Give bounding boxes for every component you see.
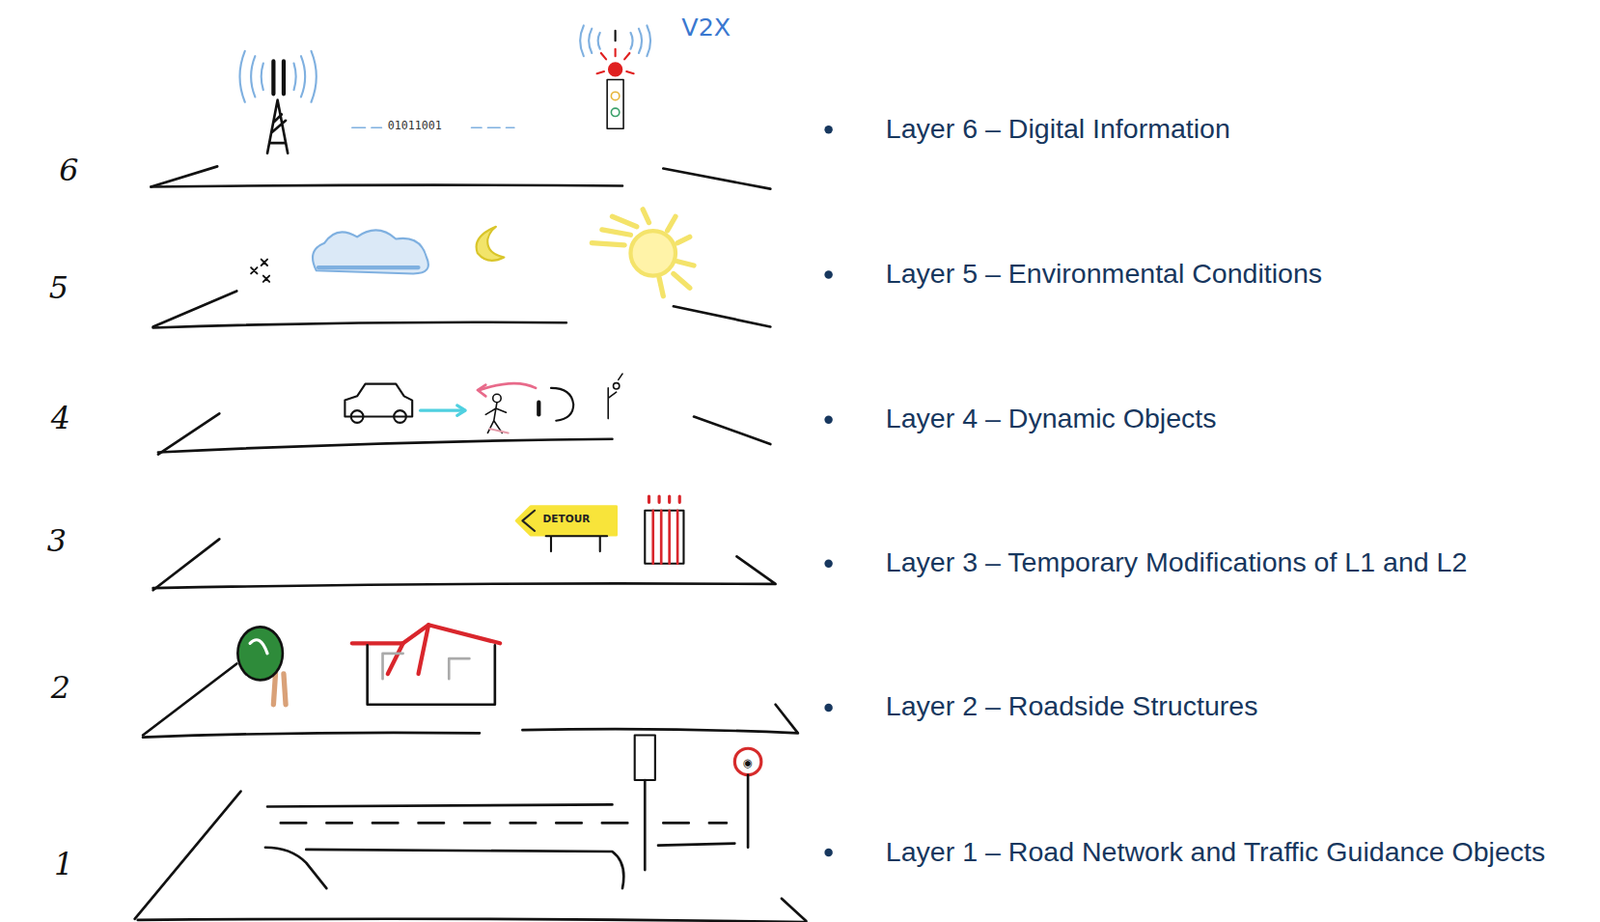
layer-number: 2 [51,670,71,706]
layer-label: Layer 5 – Environmental Conditions [885,258,1323,291]
layer-label: Layer 4 – Dynamic Objects [885,403,1217,436]
layer-number: 5 [49,270,69,305]
v2x-label: V2X [681,14,731,43]
layer-label: Layer 2 – Roadside Structures [885,690,1259,723]
layer-number: 3 [47,524,67,559]
layer-number: 4 [51,401,71,437]
layer-label: Layer 3 – Temporary Modifications of L1 … [885,547,1468,580]
binary-data-label: 01011001 [387,120,442,134]
layer-number: 6 [58,153,79,189]
layer-label: Layer 6 – Digital Information [885,112,1231,145]
layer-number: 1 [54,847,74,883]
detour-sign-text: DETOUR [543,513,591,525]
sign-glyph: ◉ [743,755,753,770]
layer-label: Layer 1 – Road Network and Traffic Guida… [885,835,1560,868]
